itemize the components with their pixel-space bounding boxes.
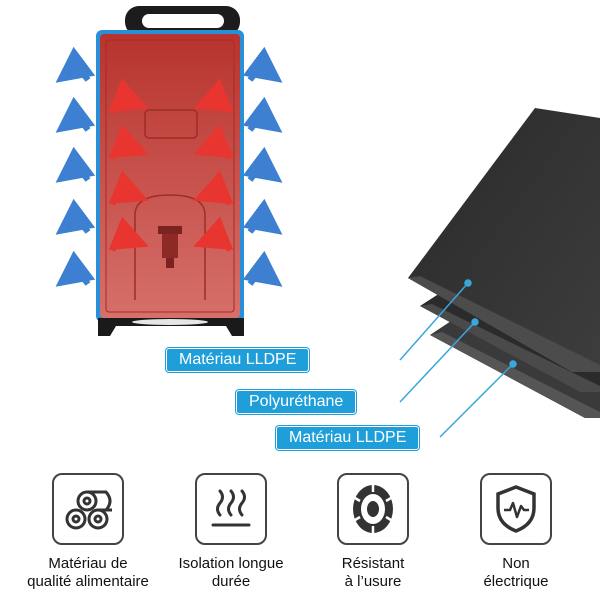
feature-food-grade: Matériau de qualité alimentaire bbox=[15, 473, 161, 591]
outflow-arrow-icon bbox=[242, 46, 283, 83]
heat-arrow-icon bbox=[108, 78, 149, 114]
heat-arrow-icon bbox=[108, 170, 149, 206]
feature-non-electric: Non électrique bbox=[443, 473, 589, 591]
outflow-arrow-icon bbox=[55, 96, 96, 133]
layer-label-outer: Matériau LLDPE bbox=[166, 348, 310, 372]
heat-arrows bbox=[108, 78, 234, 252]
heat-waves-icon bbox=[211, 489, 251, 527]
layer-label-middle: Polyuréthane bbox=[236, 390, 357, 414]
outflow-arrow-icon bbox=[55, 250, 96, 287]
feature-caption-line: Résistant bbox=[341, 555, 405, 572]
outflow-arrow-icon bbox=[242, 250, 283, 287]
wall-layers bbox=[408, 108, 600, 418]
container-base bbox=[98, 318, 244, 336]
heat-arrow-icon bbox=[108, 216, 149, 252]
layer-panel-top bbox=[408, 108, 600, 372]
feature-caption-line: qualité alimentaire bbox=[27, 573, 149, 590]
feature-caption-line: Isolation longue bbox=[178, 555, 284, 572]
leader-lines bbox=[399, 279, 517, 438]
feature-caption-line: Non bbox=[502, 555, 530, 572]
outflow-arrow-icon bbox=[242, 146, 283, 183]
layer-label-inner: Matériau LLDPE bbox=[276, 426, 420, 450]
heat-arrow-icon bbox=[193, 124, 234, 160]
tire-icon bbox=[353, 485, 393, 533]
outflow-arrow-icon bbox=[55, 146, 96, 183]
feature-caption-line: à l’usure bbox=[344, 573, 402, 590]
feature-caption-line: Matériau de bbox=[48, 555, 128, 572]
outflow-arrow-icon bbox=[242, 198, 283, 235]
shield-pulse-icon bbox=[496, 485, 536, 533]
container-body bbox=[96, 30, 244, 322]
cool-arrows-right bbox=[242, 46, 283, 287]
cool-arrows-left bbox=[55, 46, 96, 287]
feature-insulation: Isolation longue durée bbox=[158, 473, 304, 591]
feature-caption-line: durée bbox=[211, 573, 251, 590]
container-handle bbox=[125, 6, 240, 36]
outflow-arrow-icon bbox=[242, 96, 283, 133]
feature-wear-resistant: Résistant à l’usure bbox=[300, 473, 446, 591]
heat-arrow-icon bbox=[193, 216, 234, 252]
heat-arrow-icon bbox=[193, 170, 234, 206]
heat-arrow-icon bbox=[193, 78, 234, 114]
outflow-arrow-icon bbox=[55, 46, 96, 83]
food-grade-rolls-icon bbox=[65, 490, 112, 530]
heat-arrow-icon bbox=[108, 124, 149, 160]
feature-caption-line: électrique bbox=[483, 573, 549, 590]
outflow-arrow-icon bbox=[55, 198, 96, 235]
